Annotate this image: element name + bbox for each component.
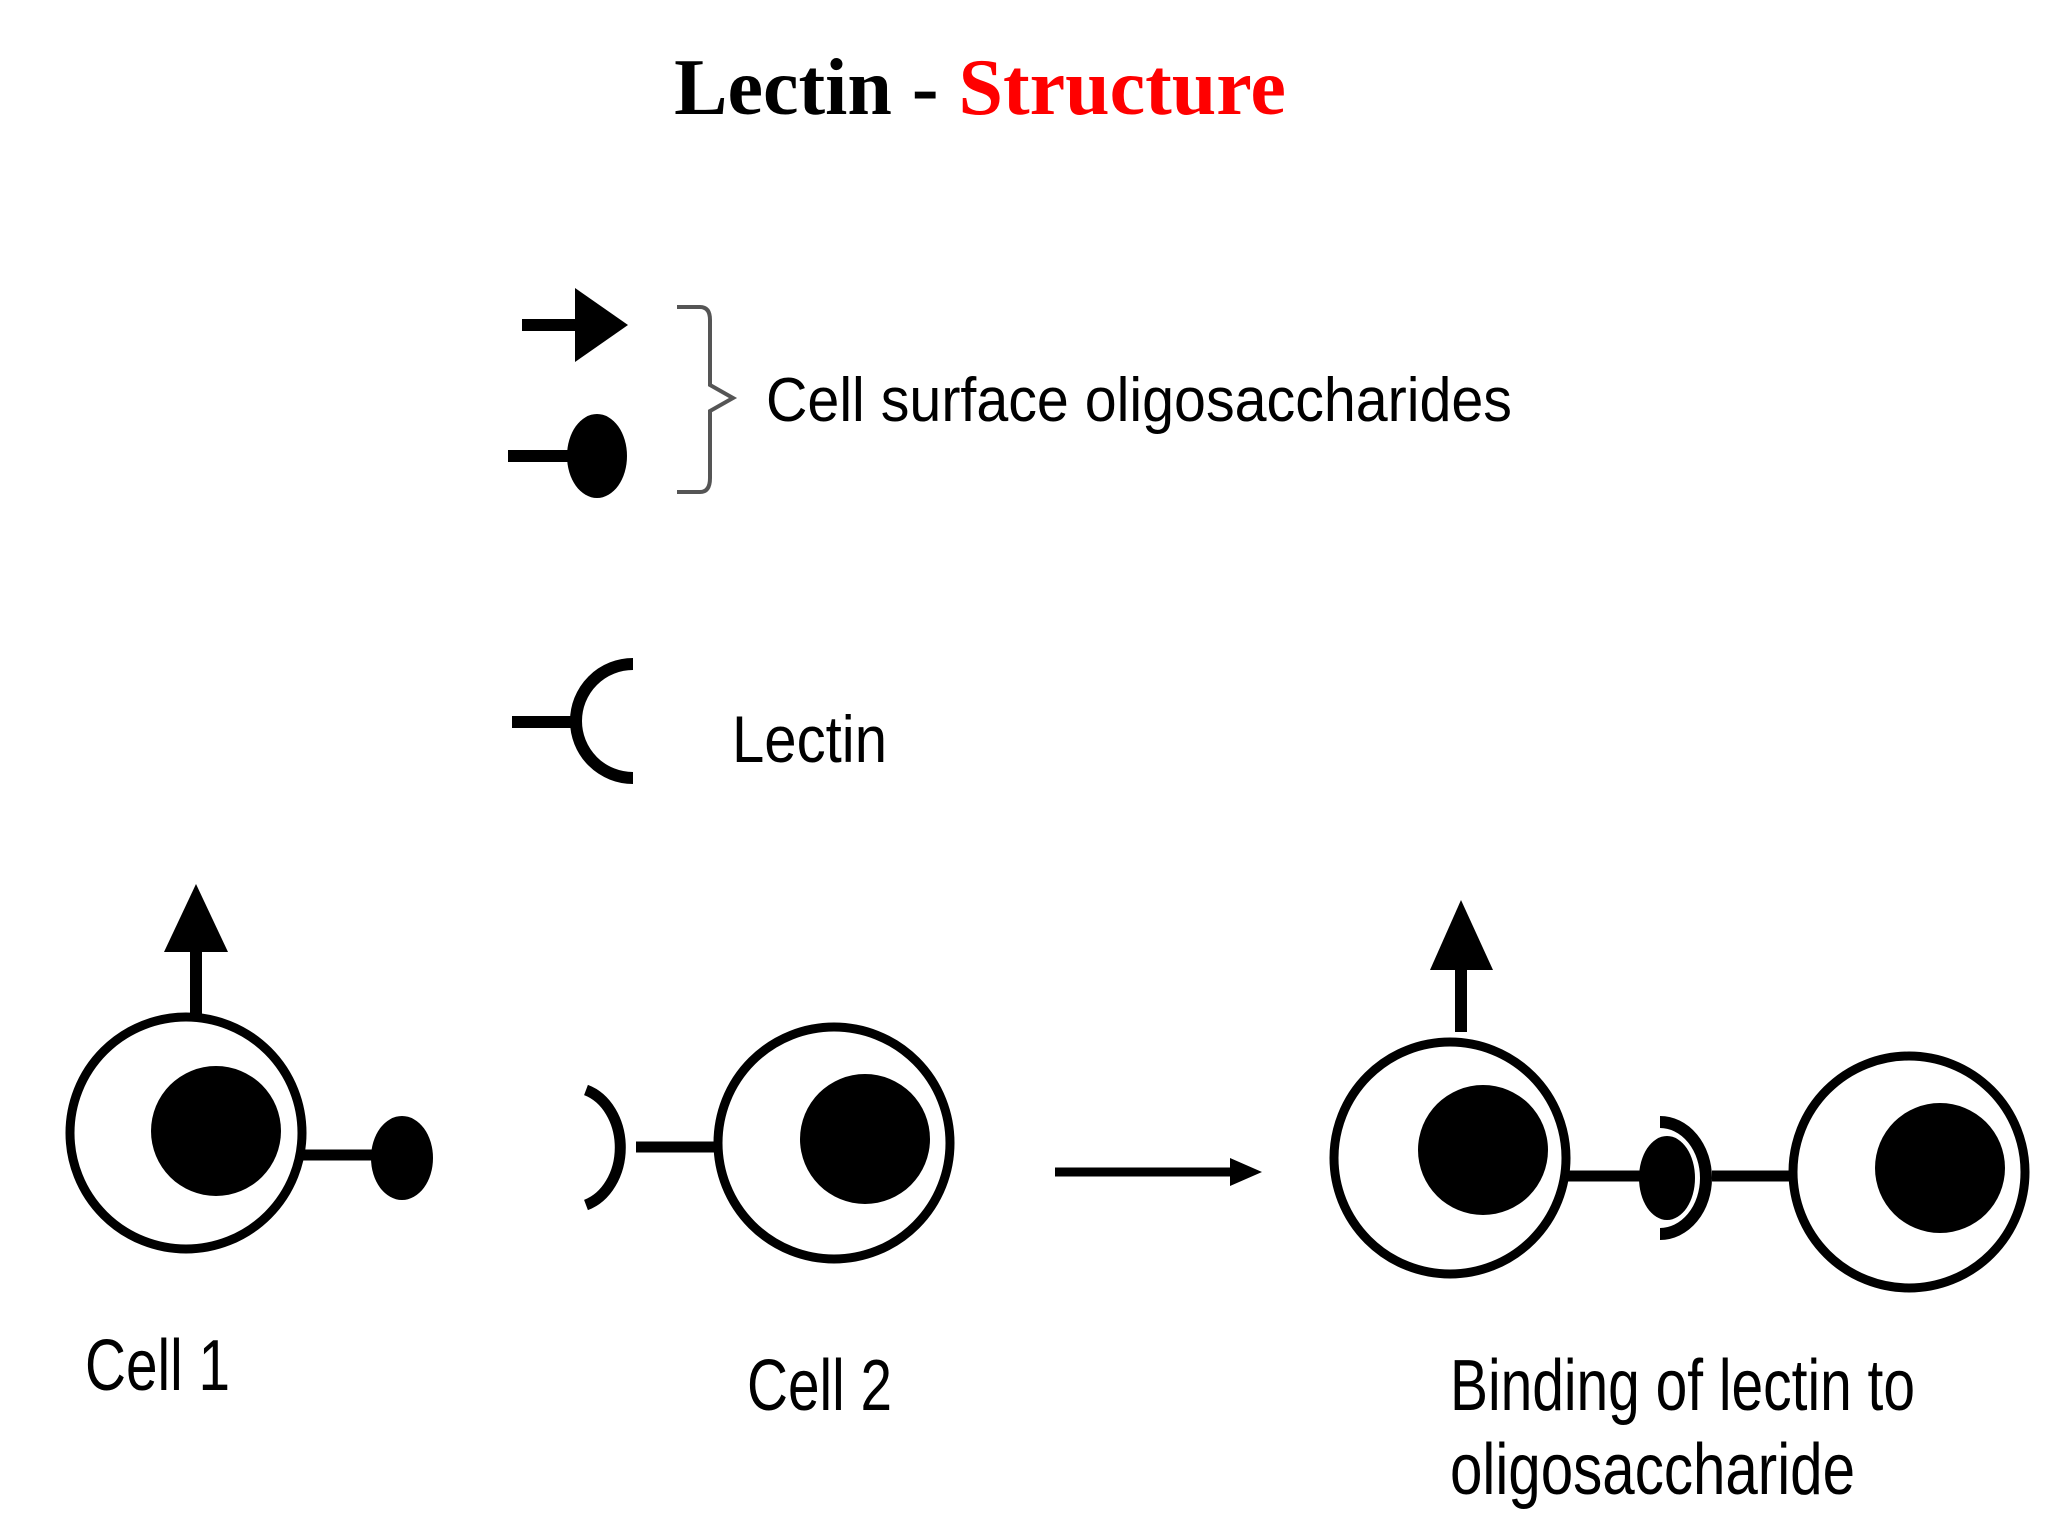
cell-1 bbox=[65, 884, 433, 1254]
lectin-label: Lectin bbox=[732, 702, 887, 776]
ball-oligosaccharide-icon bbox=[371, 1116, 433, 1200]
binding-label-line1: Binding of lectin to bbox=[1450, 1346, 1915, 1426]
lectin-symbol-icon bbox=[512, 658, 634, 784]
binding-label-line2: oligosaccharide bbox=[1450, 1430, 1855, 1510]
title-part-structure: Structure bbox=[958, 44, 1286, 132]
cell-nucleus bbox=[151, 1066, 281, 1196]
cell-nucleus bbox=[800, 1074, 930, 1204]
arrow-oligosaccharide-icon bbox=[1430, 900, 1493, 970]
title-part-lectin: Lectin - bbox=[674, 44, 959, 132]
slide-title: Lectin - Structure bbox=[0, 48, 1960, 128]
bound-cells bbox=[1329, 900, 2030, 1293]
cell-2-label: Cell 2 bbox=[747, 1346, 892, 1426]
lectin-symbol-icon bbox=[583, 1084, 626, 1211]
cell-1-label: Cell 1 bbox=[85, 1326, 230, 1406]
legend: Cell surface oligosaccharides Lectin bbox=[508, 288, 1512, 784]
cell-2 bbox=[583, 1022, 955, 1264]
process-arrow-icon bbox=[1055, 1158, 1262, 1186]
bracket-icon bbox=[677, 305, 738, 494]
ball-oligosaccharide-icon bbox=[508, 414, 627, 498]
cell-nucleus bbox=[1875, 1103, 2005, 1233]
cell-nucleus bbox=[1418, 1085, 1548, 1215]
arrow-oligosaccharide-icon bbox=[522, 288, 628, 362]
ball-oligosaccharide-icon bbox=[1639, 1136, 1695, 1220]
oligosaccharides-label: Cell surface oligosaccharides bbox=[766, 366, 1512, 435]
arrow-oligosaccharide-icon bbox=[164, 884, 228, 952]
lectin-symbol-icon bbox=[1659, 1116, 1712, 1240]
